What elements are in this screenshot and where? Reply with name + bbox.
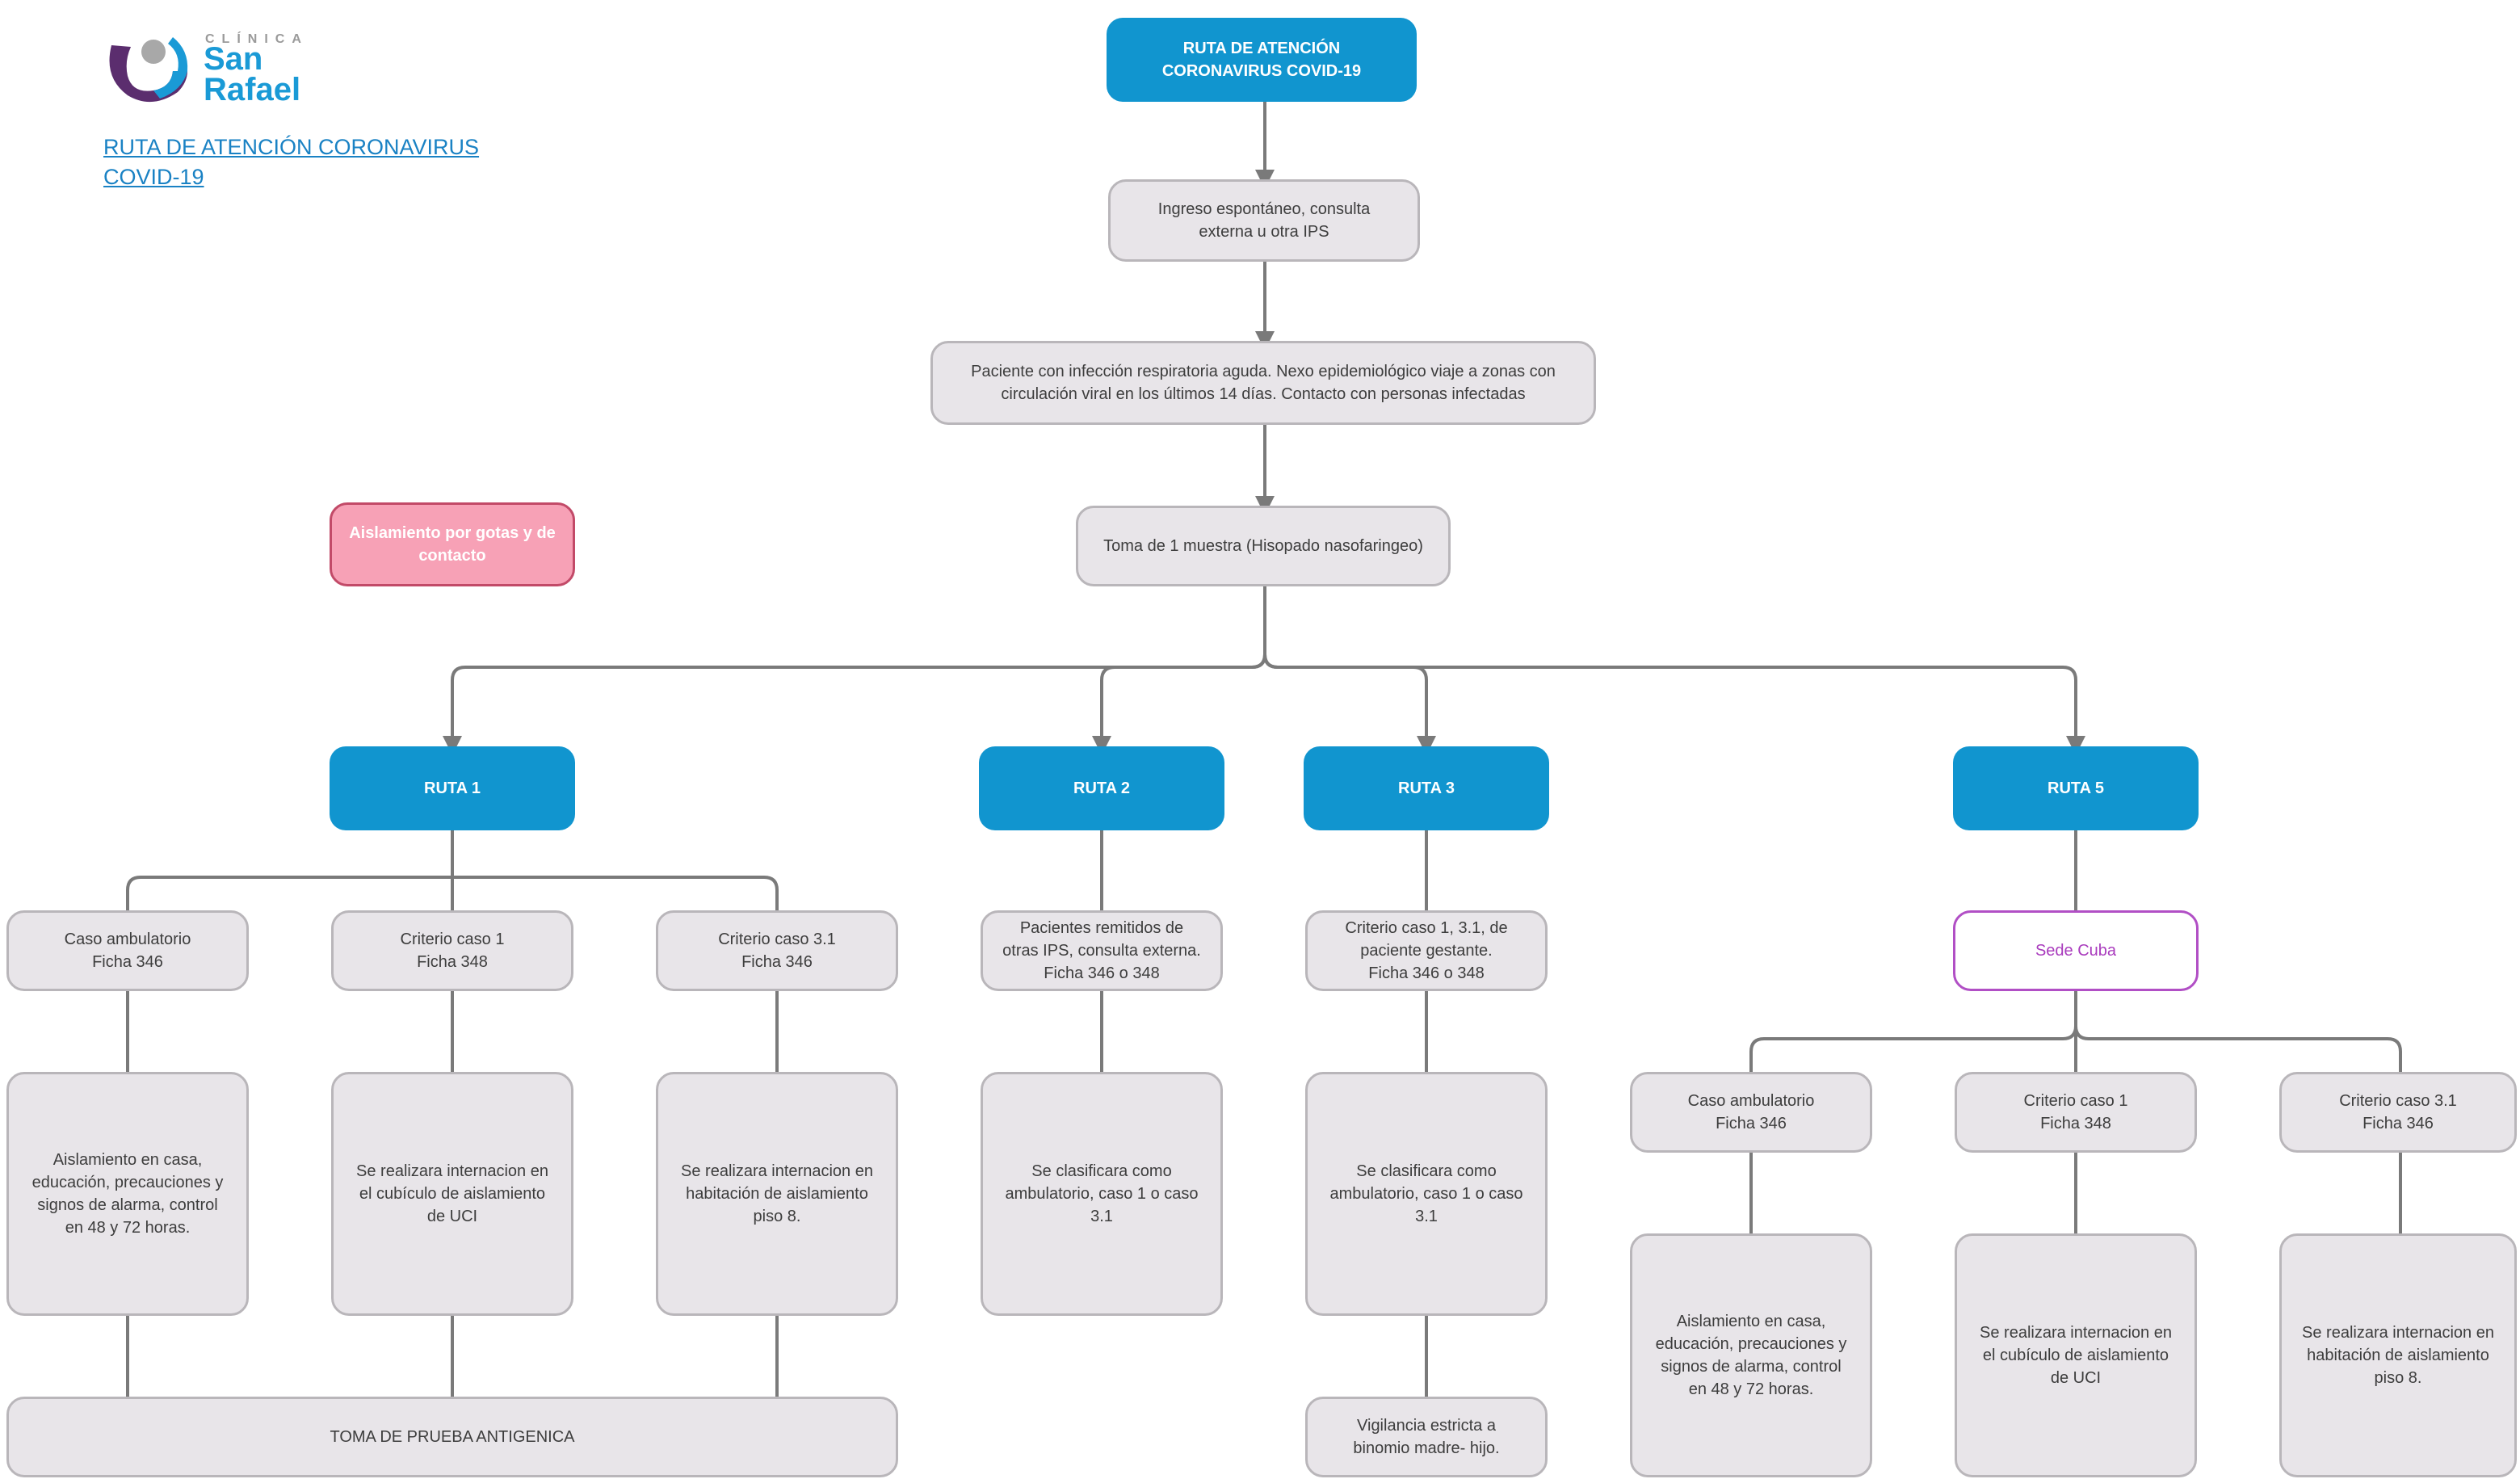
ruta-1-box: RUTA 1 (330, 746, 575, 830)
r1-ambulatorio-detail: Aislamiento en casa, educación, precauci… (6, 1072, 249, 1316)
paciente-box: Paciente con infección respiratoria agud… (930, 341, 1596, 425)
r5-ambulatorio-box: Caso ambulatorio Ficha 346 (1630, 1072, 1872, 1153)
ruta5-verticals (1749, 1153, 2402, 1233)
arrow-to-ruta5 (1263, 653, 2085, 755)
ruta5-branch (1749, 1025, 2402, 1072)
ruta-2-box: RUTA 2 (979, 746, 1224, 830)
title-box: RUTA DE ATENCIÓN CORONAVIRUS COVID-19 (1107, 18, 1417, 102)
r5-criterio-1-box: Criterio caso 1 Ficha 348 (1955, 1072, 2197, 1153)
ruta-3-box: RUTA 3 (1304, 746, 1549, 830)
r3-criterio-box: Criterio caso 1, 3.1, de paciente gestan… (1305, 910, 1548, 991)
muestra-box: Toma de 1 muestra (Hisopado nasofaringeo… (1076, 506, 1451, 586)
r1-criterio-1-detail: Se realizara internacion en el cubículo … (331, 1072, 573, 1316)
r1-criterio-1-box: Criterio caso 1 Ficha 348 (331, 910, 573, 991)
ruta1-branch (126, 830, 779, 910)
ruta1-verticals (126, 991, 779, 1072)
logo-mark-icon (109, 37, 188, 103)
r1-ambulatorio-box: Caso ambulatorio Ficha 346 (6, 910, 249, 991)
ruta-5-box: RUTA 5 (1953, 746, 2199, 830)
arrow-to-ruta2 (1092, 653, 1266, 755)
clinic-logo: CLÍNICA San Rafael (103, 29, 321, 110)
r2-pacientes-box: Pacientes remitidos de otras IPS, consul… (981, 910, 1223, 991)
r3-detail-box: Se clasificara como ambulatorio, caso 1 … (1305, 1072, 1548, 1316)
r5-criterio-1-detail: Se realizara internacion en el cubículo … (1955, 1233, 2197, 1477)
r2-detail-box: Se clasificara como ambulatorio, caso 1 … (981, 1072, 1223, 1316)
header-link[interactable]: RUTA DE ATENCIÓN CORONAVIRUS COVID-19 (103, 135, 480, 189)
ingreso-box: Ingreso espontáneo, consulta externa u o… (1108, 179, 1420, 262)
vigilancia-box: Vigilancia estricta a binomio madre- hij… (1305, 1397, 1548, 1477)
r1-criterio-31-box: Criterio caso 3.1 Ficha 346 (656, 910, 898, 991)
r5-criterio-31-box: Criterio caso 3.1 Ficha 346 (2279, 1072, 2517, 1153)
r5-ambulatorio-detail: Aislamiento en casa, educación, precauci… (1630, 1233, 1872, 1477)
logo-name-text: San Rafael (204, 41, 301, 107)
antigenica-box: TOMA DE PRUEBA ANTIGENICA (6, 1397, 898, 1477)
aislamiento-gotas-box: Aislamiento por gotas y de contacto (330, 502, 575, 586)
sede-cuba-box: Sede Cuba (1953, 910, 2199, 991)
logo-clinica-text: CLÍNICA (205, 32, 309, 46)
r5-criterio-31-detail: Se realizara internacion en habitación d… (2279, 1233, 2517, 1477)
ruta1-to-antigenica (126, 1316, 779, 1397)
r1-criterio-31-detail: Se realizara internacion en habitación d… (656, 1072, 898, 1316)
